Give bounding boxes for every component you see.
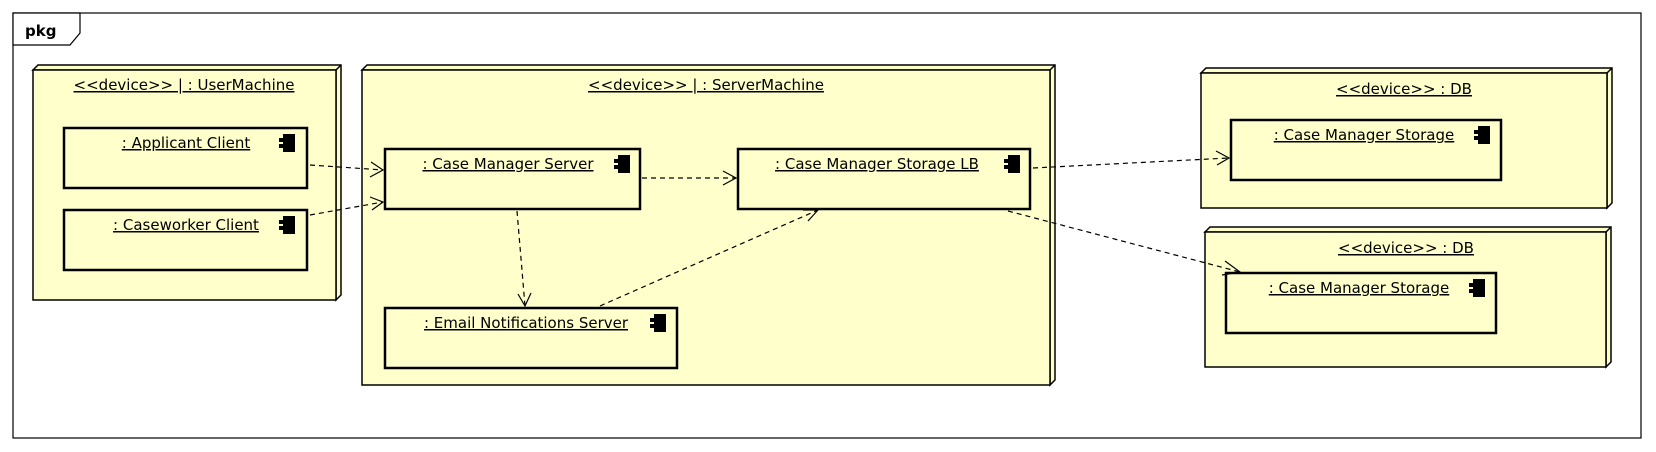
package-label: pkg (25, 22, 56, 40)
dependency-server-to-email (516, 210, 532, 308)
dependency-storage-lb-to-storage-1 (1032, 150, 1231, 169)
node-db-1-label: <<device>> : DB (1336, 80, 1472, 98)
node-db-2-label: <<device>> : DB (1338, 239, 1474, 257)
node-server-machine-label: <<device>> | : ServerMachine (588, 76, 824, 94)
component-email-notifications-server-label: : Email Notifications Server (424, 314, 629, 332)
dependency-server-to-storage-lb (642, 170, 738, 186)
component-applicant-client-label: : Applicant Client (122, 134, 251, 152)
component-case-manager-storage-2[interactable]: : Case Manager Storage (1224, 271, 1498, 335)
component-case-manager-storage-1[interactable]: : Case Manager Storage (1229, 118, 1503, 182)
component-case-manager-storage-lb-label: : Case Manager Storage LB (775, 155, 979, 173)
component-case-manager-server[interactable]: : Case Manager Server (383, 147, 642, 211)
node-user-machine-label: <<device>> | : UserMachine (74, 76, 295, 94)
component-case-manager-storage-1-label: : Case Manager Storage (1274, 126, 1455, 144)
component-case-manager-storage-lb[interactable]: : Case Manager Storage LB (736, 147, 1032, 211)
component-caseworker-client[interactable]: : Caseworker Client (62, 208, 309, 272)
dependency-caseworker-to-server (309, 196, 385, 216)
component-case-manager-storage-2-label: : Case Manager Storage (1269, 279, 1450, 297)
component-email-notifications-server[interactable]: : Email Notifications Server (383, 306, 679, 370)
component-case-manager-server-label: : Case Manager Server (422, 155, 594, 173)
dependency-storage-lb-to-storage-2 (1007, 210, 1242, 276)
component-caseworker-client-label: : Caseworker Client (113, 216, 259, 234)
dependency-applicant-to-server (309, 161, 385, 178)
component-applicant-client[interactable]: : Applicant Client (62, 126, 309, 190)
dependency-email-to-storage-lb (599, 209, 820, 307)
